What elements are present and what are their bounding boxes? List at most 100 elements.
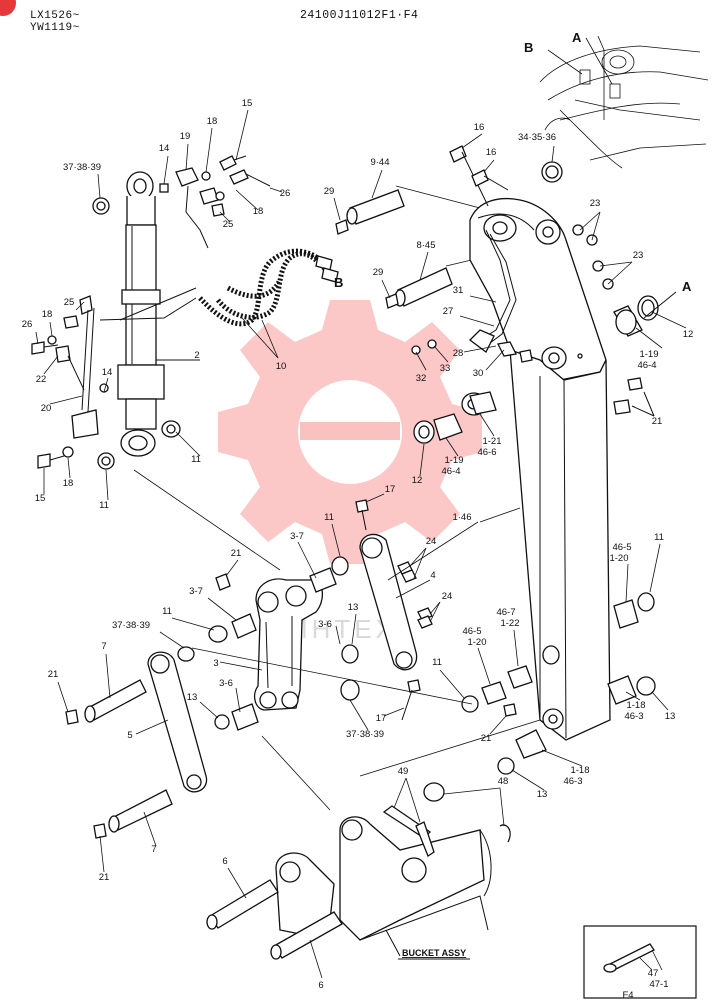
model-line-2: YW1119~ [30, 22, 80, 34]
callout-c944: 9·44 [370, 157, 389, 168]
callout-c14b: 14 [102, 367, 113, 378]
callout-c48: 48 [498, 776, 509, 787]
callout-c471: 47-1 [649, 979, 668, 990]
callout-c118a: 1-18 [626, 700, 645, 711]
callout-labels: 1518191437·38·392618259·44161634·35·3629… [22, 98, 694, 1000]
callout-c25b: 25 [64, 297, 75, 308]
callout-c13b: 13 [187, 692, 198, 703]
callout-c26a: 26 [280, 188, 291, 199]
corner-badge-icon [0, 0, 16, 16]
callout-c26b: 26 [22, 319, 33, 330]
callout-c31: 31 [453, 285, 464, 296]
callout-c465b: 46-5 [462, 626, 481, 637]
callout-c19: 19 [180, 131, 191, 142]
model-serial-range: LX1526~ YW1119~ [30, 10, 80, 34]
callout-c24a: 24 [426, 536, 437, 547]
callout-c464a: 46-4 [637, 360, 656, 371]
callout-c13d: 13 [537, 789, 548, 800]
callout-c2: 2 [194, 350, 199, 361]
callout-c30: 30 [473, 368, 484, 379]
arm-assembly [469, 197, 611, 741]
callout-c466: 46-6 [477, 447, 496, 458]
callout-c463b: 46-3 [563, 776, 582, 787]
view-label-a-top: A [572, 30, 582, 45]
view-label-a-side: A [682, 279, 692, 294]
callout-c20: 20 [41, 403, 52, 414]
callout-c16b: 16 [486, 147, 497, 158]
callout-c119b: 1-19 [444, 455, 463, 466]
callout-c23b: 23 [633, 250, 644, 261]
callout-c11d: 11 [654, 532, 664, 543]
callout-c121: 1-21 [482, 436, 501, 447]
callout-c10: 10 [276, 361, 287, 372]
callout-c21a: 21 [652, 416, 663, 427]
callout-c6b: 6 [318, 980, 323, 991]
callout-c343536: 34·35·36 [518, 132, 556, 143]
callout-c120a: 1-20 [609, 553, 628, 564]
callout-c15b: 15 [35, 493, 46, 504]
callout-c467: 46-7 [496, 607, 515, 618]
callout-c118b: 1-18 [570, 765, 589, 776]
callout-c33: 33 [440, 363, 451, 374]
callout-c18a: 18 [207, 116, 218, 127]
callout-c119a: 1-19 [639, 349, 658, 360]
callout-c463a: 46-3 [624, 711, 643, 722]
callout-c21b: 21 [231, 548, 242, 559]
callout-c7a: 7 [101, 641, 106, 652]
callout-c37a: 3-7 [290, 531, 304, 542]
pins-7 [65, 679, 173, 839]
link-bushings [177, 556, 656, 843]
callout-c23a: 23 [590, 198, 601, 209]
callout-c5: 5 [127, 730, 132, 741]
detail-inset-f4 [583, 925, 697, 999]
callout-c13c: 13 [665, 711, 676, 722]
boom-pins [335, 185, 501, 309]
callout-c47: 47 [648, 968, 659, 979]
callout-cf4: F4 [622, 990, 633, 1000]
link-3 [253, 578, 323, 711]
callout-c11c: 11 [324, 512, 334, 523]
machine-overview-inset [539, 35, 709, 169]
callout-c27: 27 [443, 306, 454, 317]
callout-c11f: 11 [432, 657, 442, 668]
callout-c32: 32 [416, 373, 427, 384]
callout-c16a: 16 [474, 122, 485, 133]
link-5 [147, 651, 208, 793]
leader-lines [35, 109, 687, 979]
callout-c24b: 24 [442, 591, 453, 602]
callout-c373839b: 37·38·39 [112, 620, 150, 631]
callout-c21d: 21 [481, 733, 492, 744]
callout-c14a: 14 [159, 143, 170, 154]
callout-c36b: 3-6 [219, 678, 233, 689]
callout-c18c: 18 [42, 309, 53, 320]
callout-c373839a: 37·38·39 [63, 162, 101, 173]
callout-c29a: 29 [324, 186, 335, 197]
callout-c6a: 6 [222, 856, 227, 867]
callout-c25a: 25 [223, 219, 234, 230]
callout-c122: 1-22 [500, 618, 519, 629]
callout-c22: 22 [36, 374, 47, 385]
bucket-assy-label: BUCKET ASSY [402, 948, 466, 958]
arm-bushings [411, 329, 533, 444]
callout-c21c: 21 [48, 669, 59, 680]
callout-c28: 28 [453, 348, 464, 359]
link-4 [355, 499, 433, 721]
view-label-b-hose: B [334, 275, 343, 290]
cylinder-top-fittings [92, 155, 271, 249]
callout-c845: 8·45 [416, 240, 435, 251]
left-rod-and-bolts [31, 295, 181, 470]
callout-c7b: 7 [151, 844, 156, 855]
callout-c11e: 11 [162, 606, 172, 617]
callout-c21e: 21 [99, 872, 110, 883]
callout-c15a: 15 [242, 98, 253, 109]
callout-c18d: 18 [63, 478, 74, 489]
bucket-cylinder [117, 171, 200, 457]
callout-c37b: 3-7 [189, 586, 203, 597]
view-label-b-top: B [524, 40, 533, 55]
callout-c464b: 46-4 [441, 466, 460, 477]
callout-c11a: 11 [191, 454, 201, 465]
hydraulic-hoses [99, 248, 339, 327]
callout-c11b: 11 [99, 500, 109, 511]
callout-c17b: 17 [376, 713, 387, 724]
